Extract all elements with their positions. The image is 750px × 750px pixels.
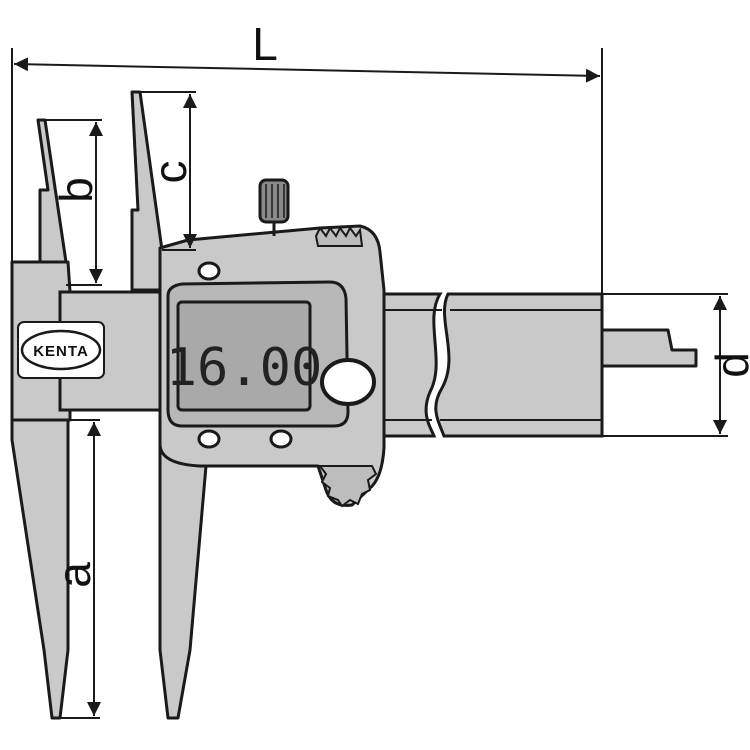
dimension-label-L: L xyxy=(252,18,278,70)
lcd-display: 16.00 xyxy=(166,280,350,428)
locking-screw xyxy=(258,178,290,236)
thumb-grip xyxy=(318,465,378,508)
dimension-lines xyxy=(11,48,728,719)
brand-label: KENTA xyxy=(33,343,89,360)
top-serrations xyxy=(314,226,364,247)
brand-logo: KENTA xyxy=(17,321,105,379)
main-beam-right xyxy=(373,292,604,438)
dimension-label-d: d xyxy=(706,352,750,378)
dimension-label-c: c xyxy=(144,161,196,184)
dimension-label-a: a xyxy=(48,562,100,588)
display-value: 16.00 xyxy=(166,338,323,398)
power-button xyxy=(320,358,376,406)
dimension-label-b: b xyxy=(50,177,102,203)
depth-rod xyxy=(600,328,698,368)
slider-holes xyxy=(197,261,293,449)
